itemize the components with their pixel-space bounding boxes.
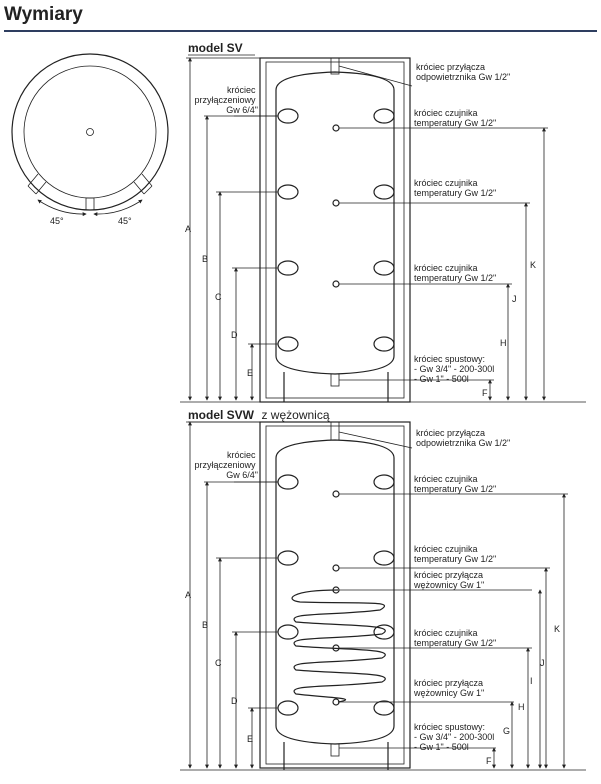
- svw-socket-right-4: [373, 700, 395, 716]
- tank-outer-circle: [11, 53, 169, 211]
- sv-dim-d: D: [231, 330, 238, 340]
- sv-socket-left-4: [277, 336, 299, 352]
- svw-dim-i: I: [530, 676, 533, 686]
- svw-dim-a: A: [185, 590, 191, 600]
- svw-dim-h: H: [518, 702, 525, 712]
- svw-heading: model SVW z wężownicą: [188, 406, 330, 423]
- sv-callout-leaders: [234, 65, 548, 381]
- svw-dim-j: J: [540, 658, 545, 668]
- svw-heading-rest: z wężownicą: [261, 408, 329, 422]
- connector-stub-right: [133, 173, 153, 195]
- model-svw-section: model SVW z wężownicą: [180, 406, 586, 771]
- sv-heading-bold: model SV: [188, 41, 243, 55]
- sv-dim-a: A: [185, 224, 191, 234]
- svw-dim-g: G: [503, 726, 510, 736]
- svw-dims-right: K J I H G F: [486, 493, 566, 769]
- sv-dims-right: K J H F: [482, 127, 546, 401]
- sv-dim-e: E: [247, 368, 253, 378]
- svw-dim-c: C: [215, 658, 222, 668]
- svw-socket-left-2: [277, 550, 299, 566]
- sv-connector-label: króciec przyłączeniowy Gw 6/4": [194, 85, 258, 115]
- svw-socket-left-4: [277, 700, 299, 716]
- svw-callout-vent: króciec przyłącza odpowietrznika Gw 1/2": [416, 428, 510, 448]
- svw-vent-pipe: [330, 421, 340, 441]
- svw-sensor-2: [332, 564, 340, 572]
- sv-callout-sensor-1: króciec czujnika temperatury Gw 1/2": [414, 108, 496, 128]
- sv-drain: [330, 373, 340, 387]
- svw-socket-right-3: [373, 624, 395, 640]
- sv-callout-vent: króciec przyłącza odpowietrznika Gw 1/2": [416, 62, 510, 82]
- sv-sensor-2: [332, 199, 340, 207]
- svw-dim-e: E: [247, 734, 253, 744]
- svw-dim-f: F: [486, 756, 492, 766]
- svw-tank-body: [275, 439, 395, 745]
- svw-socket-left-1: [277, 474, 299, 490]
- sv-callout-drain: króciec spustowy: - Gw 3/4" - 200-300l -…: [414, 354, 497, 384]
- svw-insulation-inner: [265, 425, 405, 765]
- angle-label-left: 45°: [50, 216, 64, 226]
- sv-socket-left-1: [277, 108, 299, 124]
- svw-dim-d: D: [231, 696, 238, 706]
- sv-callout-sensor-3: króciec czujnika temperatury Gw 1/2": [414, 263, 496, 283]
- svw-connector-label: króciec przyłączeniowy Gw 6/4": [194, 450, 258, 480]
- sv-sockets: [277, 108, 395, 352]
- sv-dim-c: C: [215, 292, 222, 302]
- sv-socket-left-3: [277, 260, 299, 276]
- sv-callout-sensor-2: króciec czujnika temperatury Gw 1/2": [414, 178, 496, 198]
- svw-callout-leaders: [234, 431, 568, 749]
- svw-sensor-1: [332, 490, 340, 498]
- page-title: Wymiary: [4, 4, 83, 25]
- sv-socket-right-2: [373, 184, 395, 200]
- svw-callout-sensor-1: króciec czujnika temperatury Gw 1/2": [414, 474, 496, 494]
- svw-callout-coil-outlet: króciec przyłącza wężownicy Gw 1": [413, 678, 486, 698]
- sv-sensor-3: [332, 280, 340, 288]
- center-mark: [86, 128, 94, 136]
- svw-insulation-outer: [259, 421, 411, 769]
- svw-callout-sensor-3: króciec czujnika temperatury Gw 1/2": [414, 628, 496, 648]
- sv-heading: model SV: [188, 41, 243, 55]
- sv-insulation-inner: [265, 61, 405, 399]
- connector-stub-left: [27, 173, 47, 195]
- model-sv-section: model SV: [180, 41, 586, 403]
- sv-dim-b: B: [202, 254, 208, 264]
- sv-socket-left-2: [277, 184, 299, 200]
- title-underline: [4, 30, 597, 32]
- svw-socket-right-1: [373, 474, 395, 490]
- sv-dim-f: F: [482, 388, 488, 398]
- svw-callout-coil-inlet: króciec przyłącza wężownicy Gw 1": [413, 570, 486, 590]
- svw-callout-sensor-2: króciec czujnika temperatury Gw 1/2": [414, 544, 496, 564]
- svw-socket-left-3: [277, 624, 299, 640]
- sv-socket-right-3: [373, 260, 395, 276]
- svw-socket-right-2: [373, 550, 395, 566]
- svw-callout-drain: króciec spustowy: - Gw 3/4" - 200-300l -…: [414, 722, 497, 752]
- sv-socket-right-4: [373, 336, 395, 352]
- tank-inner-circle: [23, 65, 157, 199]
- svw-heating-coil: [291, 589, 386, 703]
- sv-dim-k: K: [530, 260, 536, 270]
- sv-dim-j: J: [512, 294, 517, 304]
- svw-dims-left: A B C D E: [185, 421, 278, 769]
- angle-label-right: 45°: [118, 216, 132, 226]
- sv-dim-h: H: [500, 338, 507, 348]
- sv-tank-body: [275, 71, 395, 375]
- svw-drain: [330, 743, 340, 757]
- sv-dims-left: A B C D E: [185, 57, 278, 401]
- top-view: 45° 45°: [11, 53, 169, 226]
- sv-sensor-1: [332, 124, 340, 132]
- svw-heading-bold: model SVW: [188, 408, 255, 422]
- angle-arc-right: [93, 199, 143, 217]
- sv-socket-right-1: [373, 108, 395, 124]
- svw-dim-k: K: [554, 624, 560, 634]
- angle-arc-left: [37, 199, 87, 217]
- svw-dim-b: B: [202, 620, 208, 630]
- connector-stub-bottom: [85, 197, 95, 211]
